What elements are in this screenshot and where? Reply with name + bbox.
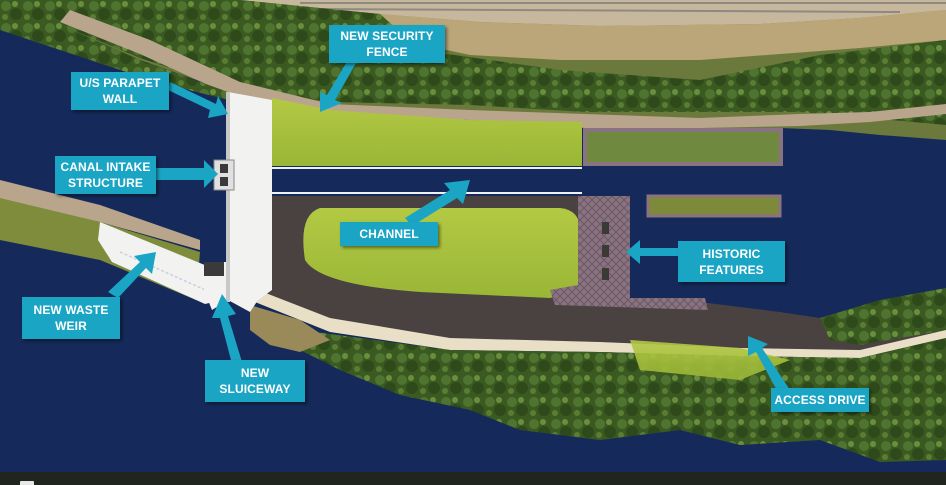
label-historic-features: HISTORIC FEATURES <box>678 241 785 282</box>
label-new-sluiceway: NEW SLUICEWAY <box>205 360 305 402</box>
label-new-security-fence: NEW SECURITY FENCE <box>329 25 445 63</box>
label-text: NEW SLUICEWAY <box>219 366 291 396</box>
south-tree-belt <box>300 330 946 462</box>
label-us-parapet-wall: U/S PARAPET WALL <box>71 72 169 110</box>
label-access-drive: ACCESS DRIVE <box>771 388 869 412</box>
label-canal-intake-structure: CANAL INTAKE STRUCTURE <box>55 156 156 194</box>
label-channel: CHANNEL <box>340 222 438 246</box>
label-text: CANAL INTAKE STRUCTURE <box>60 160 151 190</box>
sluiceway-gate <box>204 262 224 276</box>
north-planting-bed <box>583 128 783 166</box>
label-text: HISTORIC FEATURES <box>699 246 764 277</box>
label-text: U/S PARAPET WALL <box>79 76 161 106</box>
label-text: NEW WASTE WEIR <box>33 303 109 333</box>
label-text: NEW SECURITY FENCE <box>340 29 434 59</box>
callout-arrows <box>108 60 790 396</box>
aerial-site-render <box>0 0 946 472</box>
label-text: ACCESS DRIVE <box>774 393 866 407</box>
north-footpath <box>60 10 946 128</box>
intake-apron <box>204 92 272 312</box>
bottom-bar <box>0 472 946 485</box>
bottom-checkbox[interactable] <box>20 481 34 485</box>
north-tree-belt <box>30 0 946 125</box>
label-text: CHANNEL <box>359 227 419 241</box>
north-lawn <box>272 98 582 166</box>
railway-embankment <box>240 0 946 26</box>
channel-water <box>270 166 946 194</box>
label-new-waste-weir: NEW WASTE WEIR <box>22 297 120 339</box>
